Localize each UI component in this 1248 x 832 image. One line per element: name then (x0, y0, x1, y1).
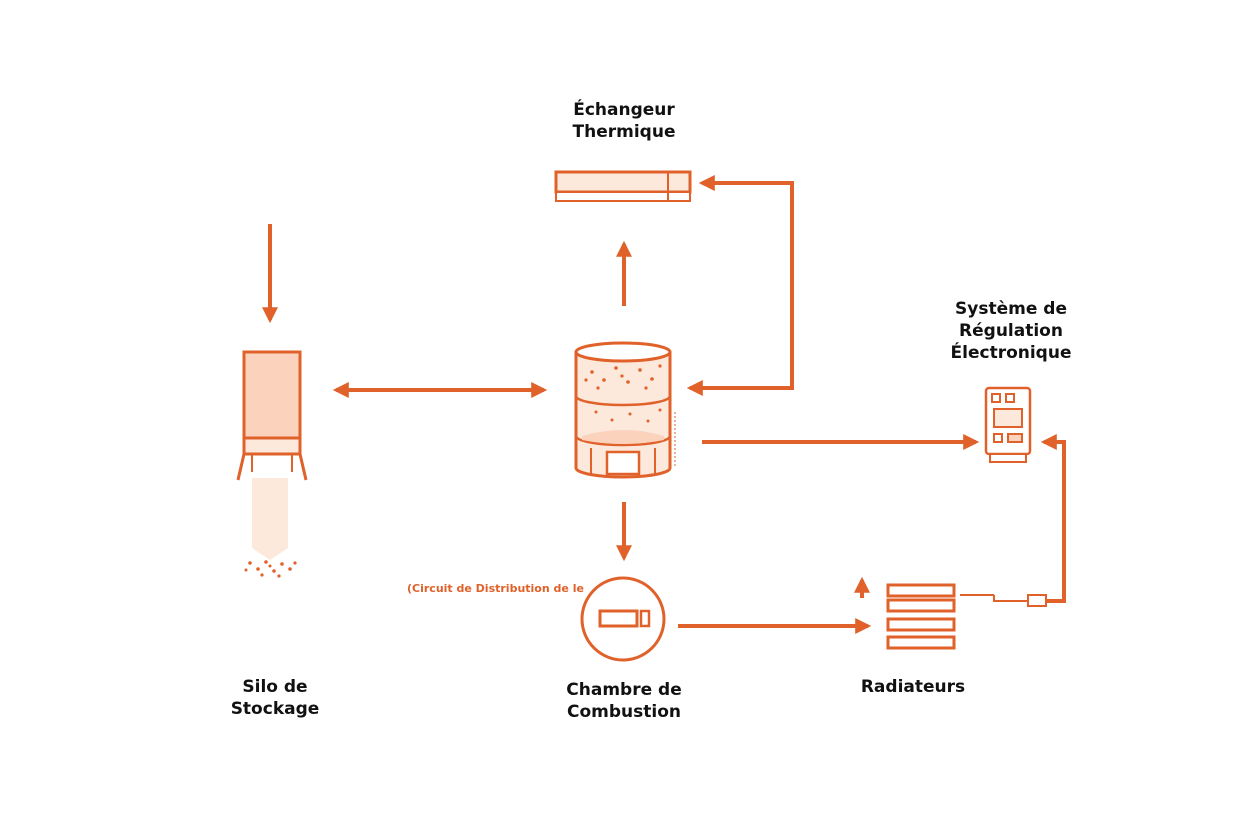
silo-icon (236, 350, 308, 578)
exchanger-label-line-1: Échangeur (573, 100, 675, 120)
silo-label-line-2: Stockage (230, 699, 320, 719)
regulation-label-line-3: Électronique (950, 343, 1072, 363)
connectors (262, 175, 1066, 634)
radiators-label: Radiateurs (838, 676, 988, 698)
combustion-icon (580, 576, 666, 662)
combustion-label-line-2: Combustion (567, 702, 681, 722)
arrow-loop-exchanger (686, 175, 794, 396)
exchanger-icon (554, 170, 692, 202)
regulation-label: Système de Régulation Électronique (928, 298, 1094, 364)
radiators-label-line-1: Radiateurs (860, 677, 966, 697)
exchanger-label: Échangeur Thermique (544, 99, 704, 143)
exchanger-label-line-2: Thermique (572, 122, 676, 142)
regulation-label-line-1: Système de (955, 299, 1067, 319)
regulation-label-line-2: Régulation (959, 321, 1063, 341)
silo-label: Silo de Stockage (205, 676, 345, 720)
combustion-label: Chambre de Combustion (534, 679, 714, 723)
controller-icon (984, 386, 1032, 463)
circuit-annotation: (Circuit de Distribution de le (407, 582, 584, 595)
silo-label-line-1: Silo de (242, 677, 308, 697)
arrow-radiators-to-regulation (1040, 434, 1066, 603)
combustion-label-line-1: Chambre de (566, 680, 682, 700)
sensor-line (960, 594, 1047, 607)
radiator-icon (886, 583, 956, 650)
boiler-icon (574, 341, 676, 479)
